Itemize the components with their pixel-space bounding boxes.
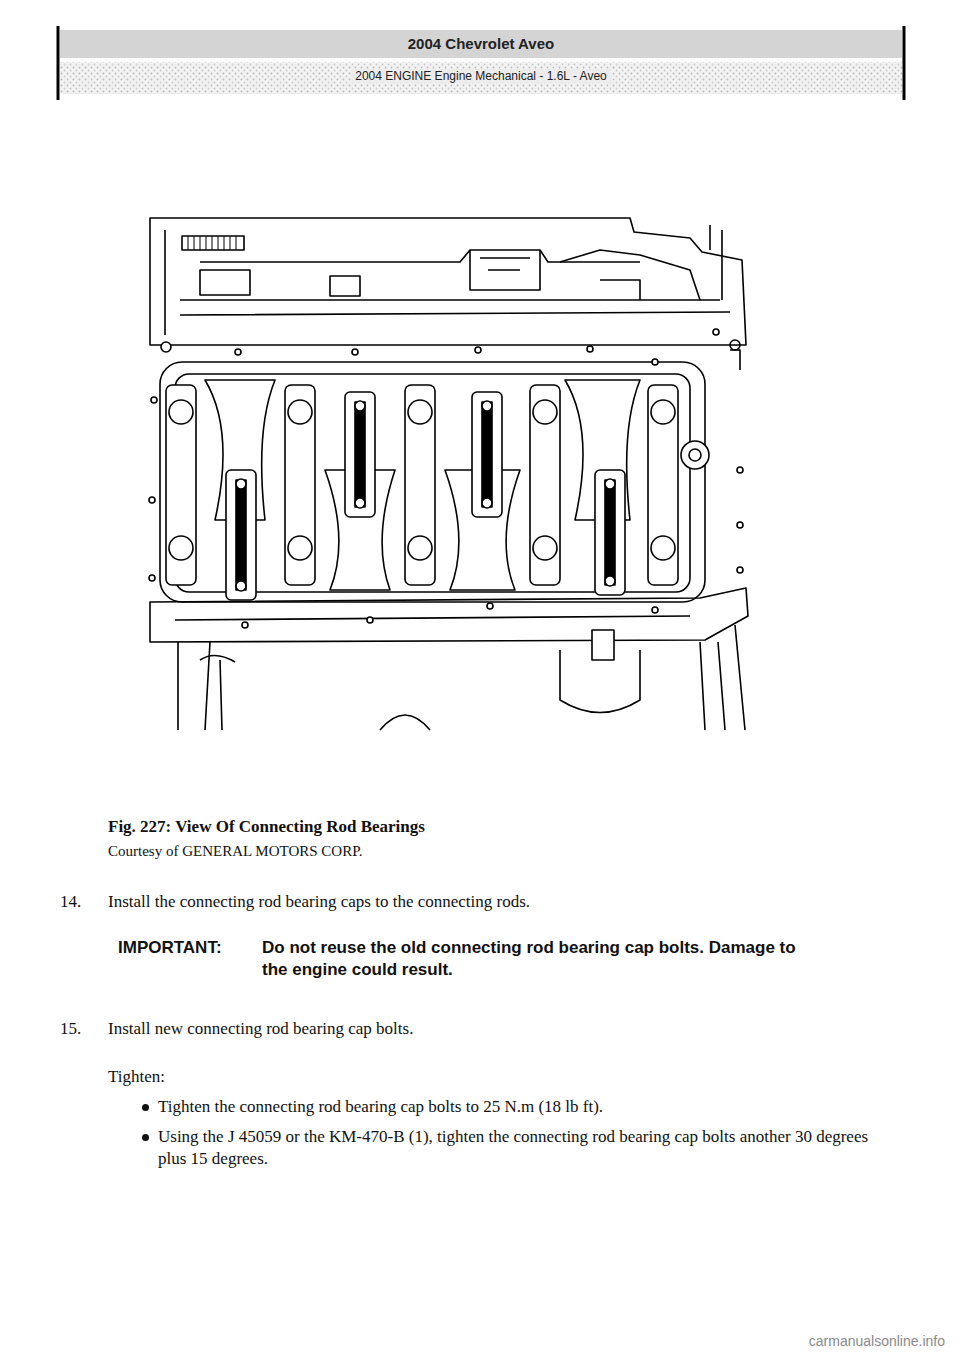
step-number: 14. xyxy=(60,891,100,913)
watermark: carmanualsonline.info xyxy=(640,1332,945,1350)
important-heading: IMPORTANT: xyxy=(118,937,263,959)
section-subtitle: 2004 ENGINE Engine Mechanical - 1.6L - A… xyxy=(60,69,902,85)
bullet-item: Tighten the connecting rod bearing cap b… xyxy=(158,1096,898,1118)
step-text: Install the connecting rod bearing caps … xyxy=(108,891,898,913)
bullet-item: Using the J 45059 or the KM-470-B (1), t… xyxy=(158,1126,883,1170)
bullet-dot xyxy=(142,1104,149,1111)
figure-caption: Fig. 227: View Of Connecting Rod Bearing… xyxy=(108,816,908,838)
page-header xyxy=(58,26,904,100)
important-note: Do not reuse the old connecting rod bear… xyxy=(262,937,822,981)
credit-line: Courtesy of GENERAL MOTORS CORP. xyxy=(108,842,868,862)
engine-illustration xyxy=(149,218,748,730)
page-title: 2004 Chevrolet Aveo xyxy=(60,34,902,54)
step-number: 15. xyxy=(60,1018,100,1040)
bullet-dot xyxy=(142,1134,149,1141)
step-text: Install new connecting rod bearing cap b… xyxy=(108,1018,898,1040)
section-subtitle: 2004 ENGINE Engine Mechanical - 1.6L - A… xyxy=(351,69,610,83)
tighten-heading: Tighten: xyxy=(108,1066,308,1088)
